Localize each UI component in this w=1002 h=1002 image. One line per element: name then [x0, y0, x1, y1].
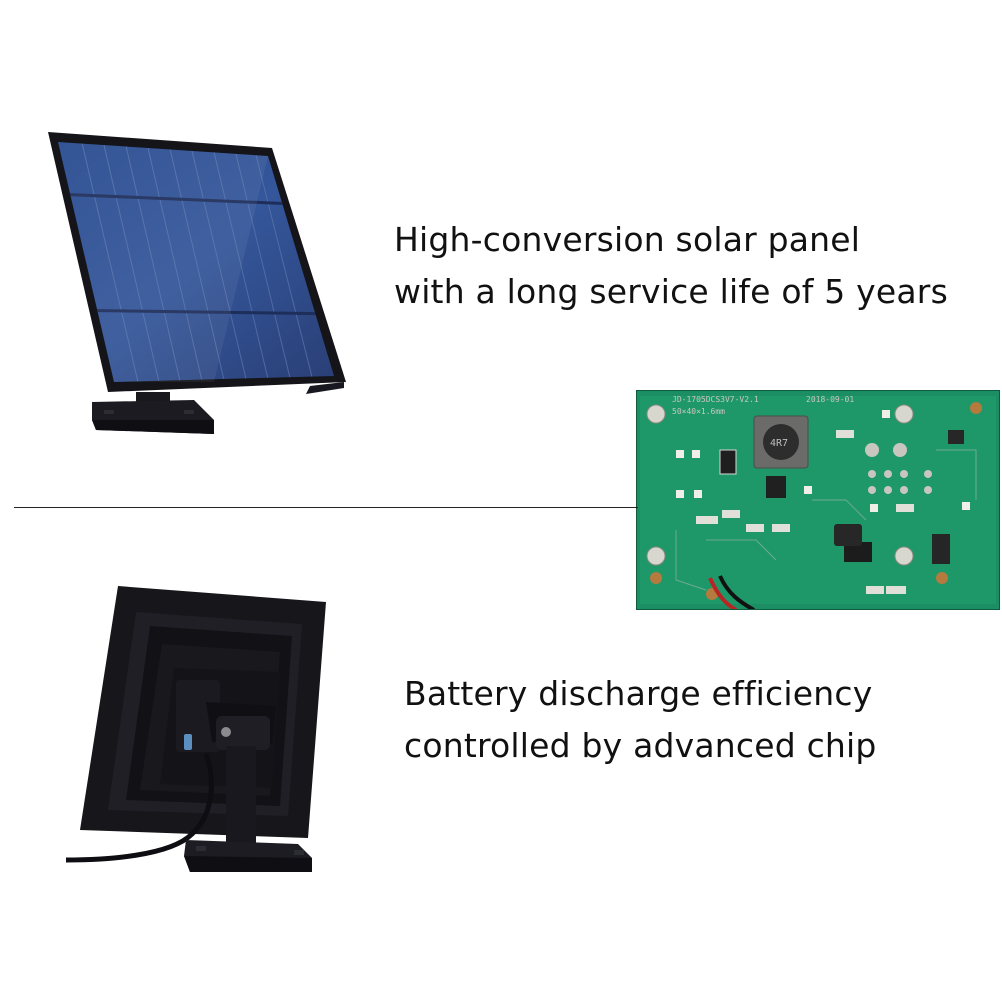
- pcb-board-id: JD-1705DCS3V7-V2.1: [672, 395, 759, 404]
- pcb-date: 2018-09-01: [806, 395, 854, 404]
- section-divider: [14, 507, 638, 508]
- control-circuit-board-image: JD-1705DCS3V7-V2.1 2018-09-01 50×40×1.6m…: [635, 389, 1001, 612]
- caption-line: High-conversion solar panel: [394, 220, 861, 259]
- solar-panel-back-image: [65, 584, 332, 886]
- pcb-size: 50×40×1.6mm: [672, 407, 725, 416]
- solar-panel-caption: High-conversion solar panel with a long …: [394, 214, 948, 318]
- caption-line: with a long service life of 5 years: [394, 272, 948, 311]
- solar-panel-front-image: [44, 130, 350, 442]
- chip-caption: Battery discharge efficiency controlled …: [404, 668, 877, 772]
- caption-line: Battery discharge efficiency: [404, 674, 873, 713]
- caption-line: controlled by advanced chip: [404, 726, 877, 765]
- pcb-inductor-label: 4R7: [770, 438, 788, 449]
